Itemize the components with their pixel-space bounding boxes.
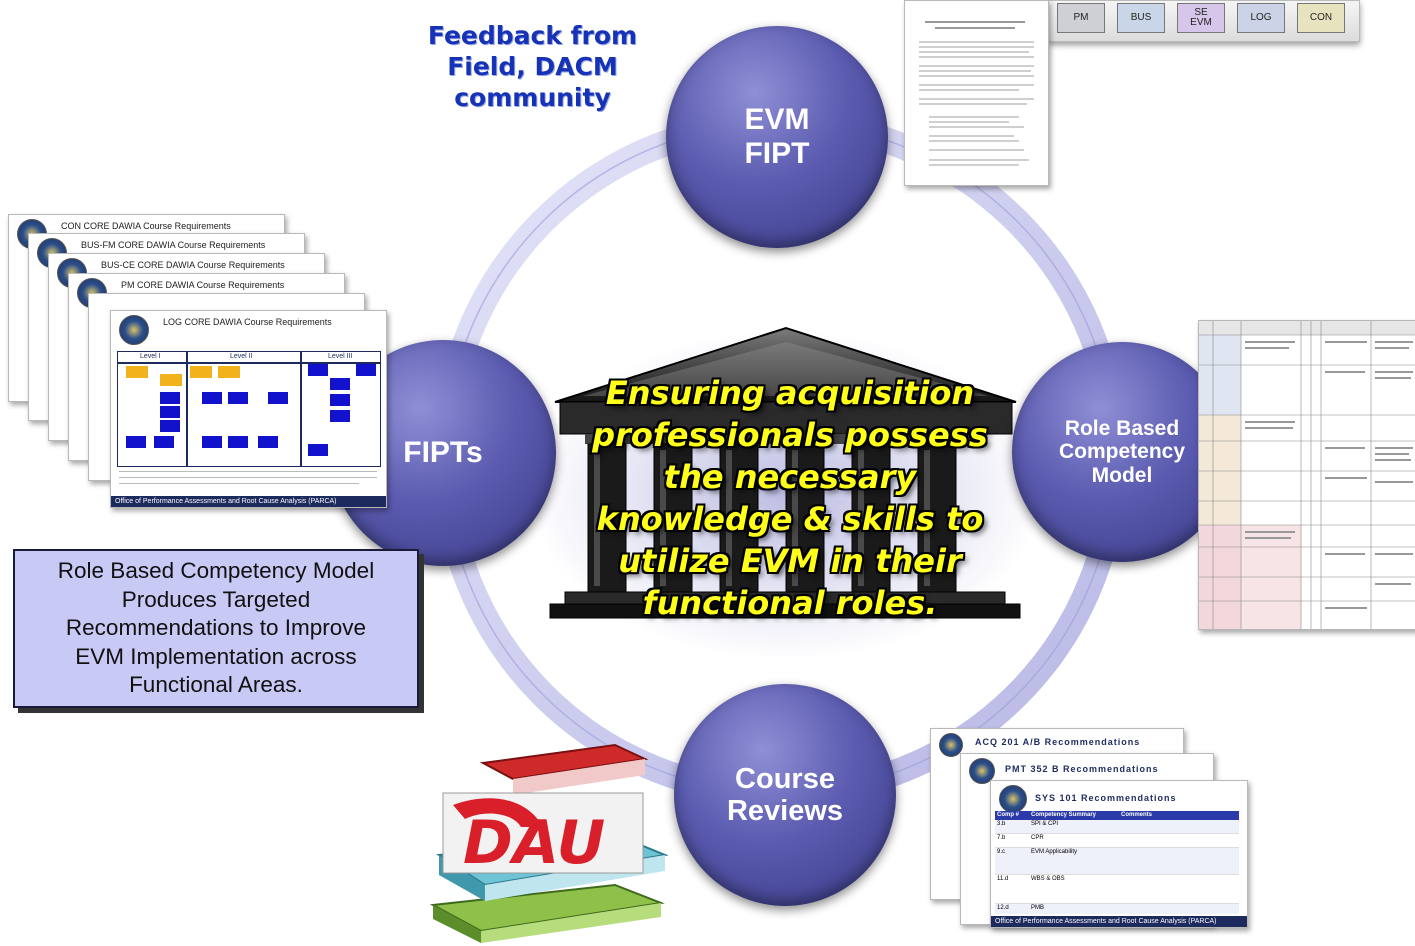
center-statement: Ensuring acquisition professionals posse…	[592, 374, 988, 622]
cell-comp: 12.d	[997, 905, 1009, 911]
tab-con-label: CON	[1309, 12, 1333, 23]
level-1-label: Level I	[140, 353, 161, 360]
cell-comp: 3.b	[997, 821, 1006, 827]
table-row: 11.d WBS & OBS	[995, 875, 1239, 904]
table-row: 7.b CPR	[995, 834, 1239, 848]
competency-model-callout: Role Based Competency Model Produces Tar…	[13, 549, 419, 708]
course-doc-title: CON CORE DAWIA Course Requirements	[61, 221, 231, 231]
node-course-reviews[interactable]: Course Reviews	[674, 684, 896, 906]
dau-logo-swoosh-icon	[453, 798, 543, 827]
node-fipts-label: FIPTs	[403, 436, 483, 470]
cell-summary: EVM Applicability	[1031, 849, 1078, 855]
cell-summary: PMB	[1031, 905, 1045, 911]
node-course-reviews-label: Course Reviews	[726, 762, 844, 827]
sys101-footer: Office of Performance Assessments and Ro…	[991, 916, 1247, 927]
dau-logo-text: DAU	[463, 808, 605, 878]
log-course-map: Level I Level II Level III	[117, 351, 381, 467]
level-3-label: Level III	[328, 353, 353, 360]
recommendation-doc-sys101: SYS 101 Recommendations Comp # Competenc…	[990, 780, 1248, 928]
course-doc-title: LOG CORE DAWIA Course Requirements	[163, 317, 332, 327]
table-row: 12.d PMB	[995, 904, 1239, 914]
dod-seal-icon	[999, 785, 1027, 813]
tab-bus[interactable]: BUS	[1117, 3, 1165, 33]
tab-se-evm-label: SE EVM	[1190, 7, 1212, 28]
cell-summary: WBS & OBS	[1031, 876, 1065, 882]
course-doc-log: LOG CORE DAWIA Course Requirements Level…	[110, 310, 387, 508]
level-2-label: Level II	[230, 353, 253, 360]
tab-log[interactable]: LOG	[1237, 3, 1285, 33]
sys101-table: Comp # Competency Summary Comments 3.b S…	[995, 811, 1239, 914]
functional-tabs-bar: PM BUS SE EVM LOG CON	[1048, 0, 1360, 42]
col-summary: Competency Summary	[1031, 812, 1097, 818]
table-row: 9.c EVM Applicability	[995, 848, 1239, 875]
cell-summary: CPR	[1031, 835, 1044, 841]
competency-model-spreadsheet	[1198, 320, 1415, 630]
col-comp: Comp #	[997, 812, 1020, 818]
temple-icon	[531, 326, 1041, 660]
recommendation-title: PMT 352 B Recommendations	[1005, 764, 1159, 774]
cell-comp: 9.c	[997, 849, 1006, 855]
spreadsheet-grid	[1199, 321, 1415, 629]
cell-summary: SPI & CPI	[1031, 821, 1059, 827]
dod-seal-icon	[119, 315, 149, 345]
cell-comp: 11.d	[997, 876, 1009, 882]
tab-con[interactable]: CON	[1297, 3, 1345, 33]
feedback-label: Feedback from Field, DACM community	[427, 21, 638, 112]
dau-books-icon: DAU	[429, 743, 669, 943]
course-doc-title: PM CORE DAWIA Course Requirements	[121, 280, 285, 290]
node-role-based-competency-model[interactable]: Role Based Competency Model	[1012, 342, 1232, 562]
node-role-based-label: Role Based Competency Model	[1058, 416, 1186, 487]
tab-log-label: LOG	[1250, 12, 1272, 23]
tab-pm[interactable]: PM	[1057, 3, 1105, 33]
callout-text: Role Based Competency Model Produces Tar…	[57, 558, 375, 698]
node-evm-fipt-label: EVM FIPT	[744, 103, 810, 170]
dod-seal-icon	[969, 758, 995, 784]
recommendation-title: SYS 101 Recommendations	[1035, 793, 1177, 803]
cell-comp: 7.b	[997, 835, 1006, 841]
dod-seal-icon	[939, 733, 963, 757]
tab-bus-label: BUS	[1130, 12, 1152, 23]
recommendation-title: ACQ 201 A/B Recommendations	[975, 737, 1141, 747]
col-comments: Comments	[1121, 812, 1153, 818]
evm-fipt-charter-document	[904, 0, 1049, 186]
tab-pm-label: PM	[1073, 12, 1089, 23]
tab-se-evm[interactable]: SE EVM	[1177, 3, 1225, 33]
table-row: 3.b SPI & CPI	[995, 820, 1239, 834]
node-evm-fipt[interactable]: EVM FIPT	[666, 26, 888, 248]
log-doc-footer: Office of Performance Assessments and Ro…	[111, 496, 386, 507]
course-doc-title: BUS-FM CORE DAWIA Course Requirements	[81, 240, 266, 250]
course-doc-title: BUS-CE CORE DAWIA Course Requirements	[101, 260, 285, 270]
